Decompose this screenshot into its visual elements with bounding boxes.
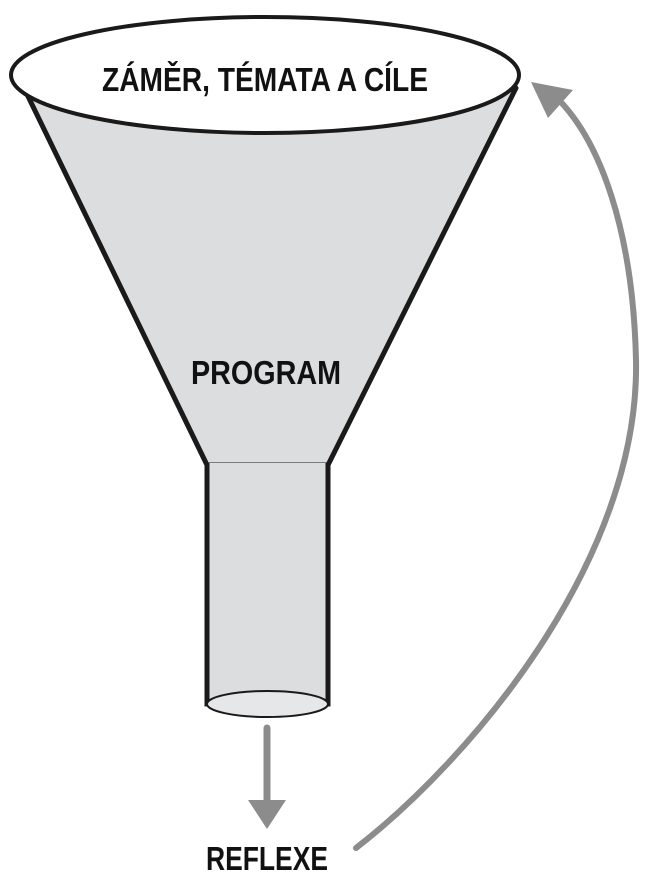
bottom-label: REFLEXE [206, 840, 328, 877]
funnel-spout [207, 463, 328, 704]
top-label: ZÁMĚR, TÉMATA A CÍLE [102, 61, 428, 98]
down-arrow-head [248, 800, 286, 829]
middle-label: PROGRAM [191, 354, 341, 391]
funnel-spout-opening [207, 691, 328, 717]
funnel-cone [24, 88, 516, 465]
